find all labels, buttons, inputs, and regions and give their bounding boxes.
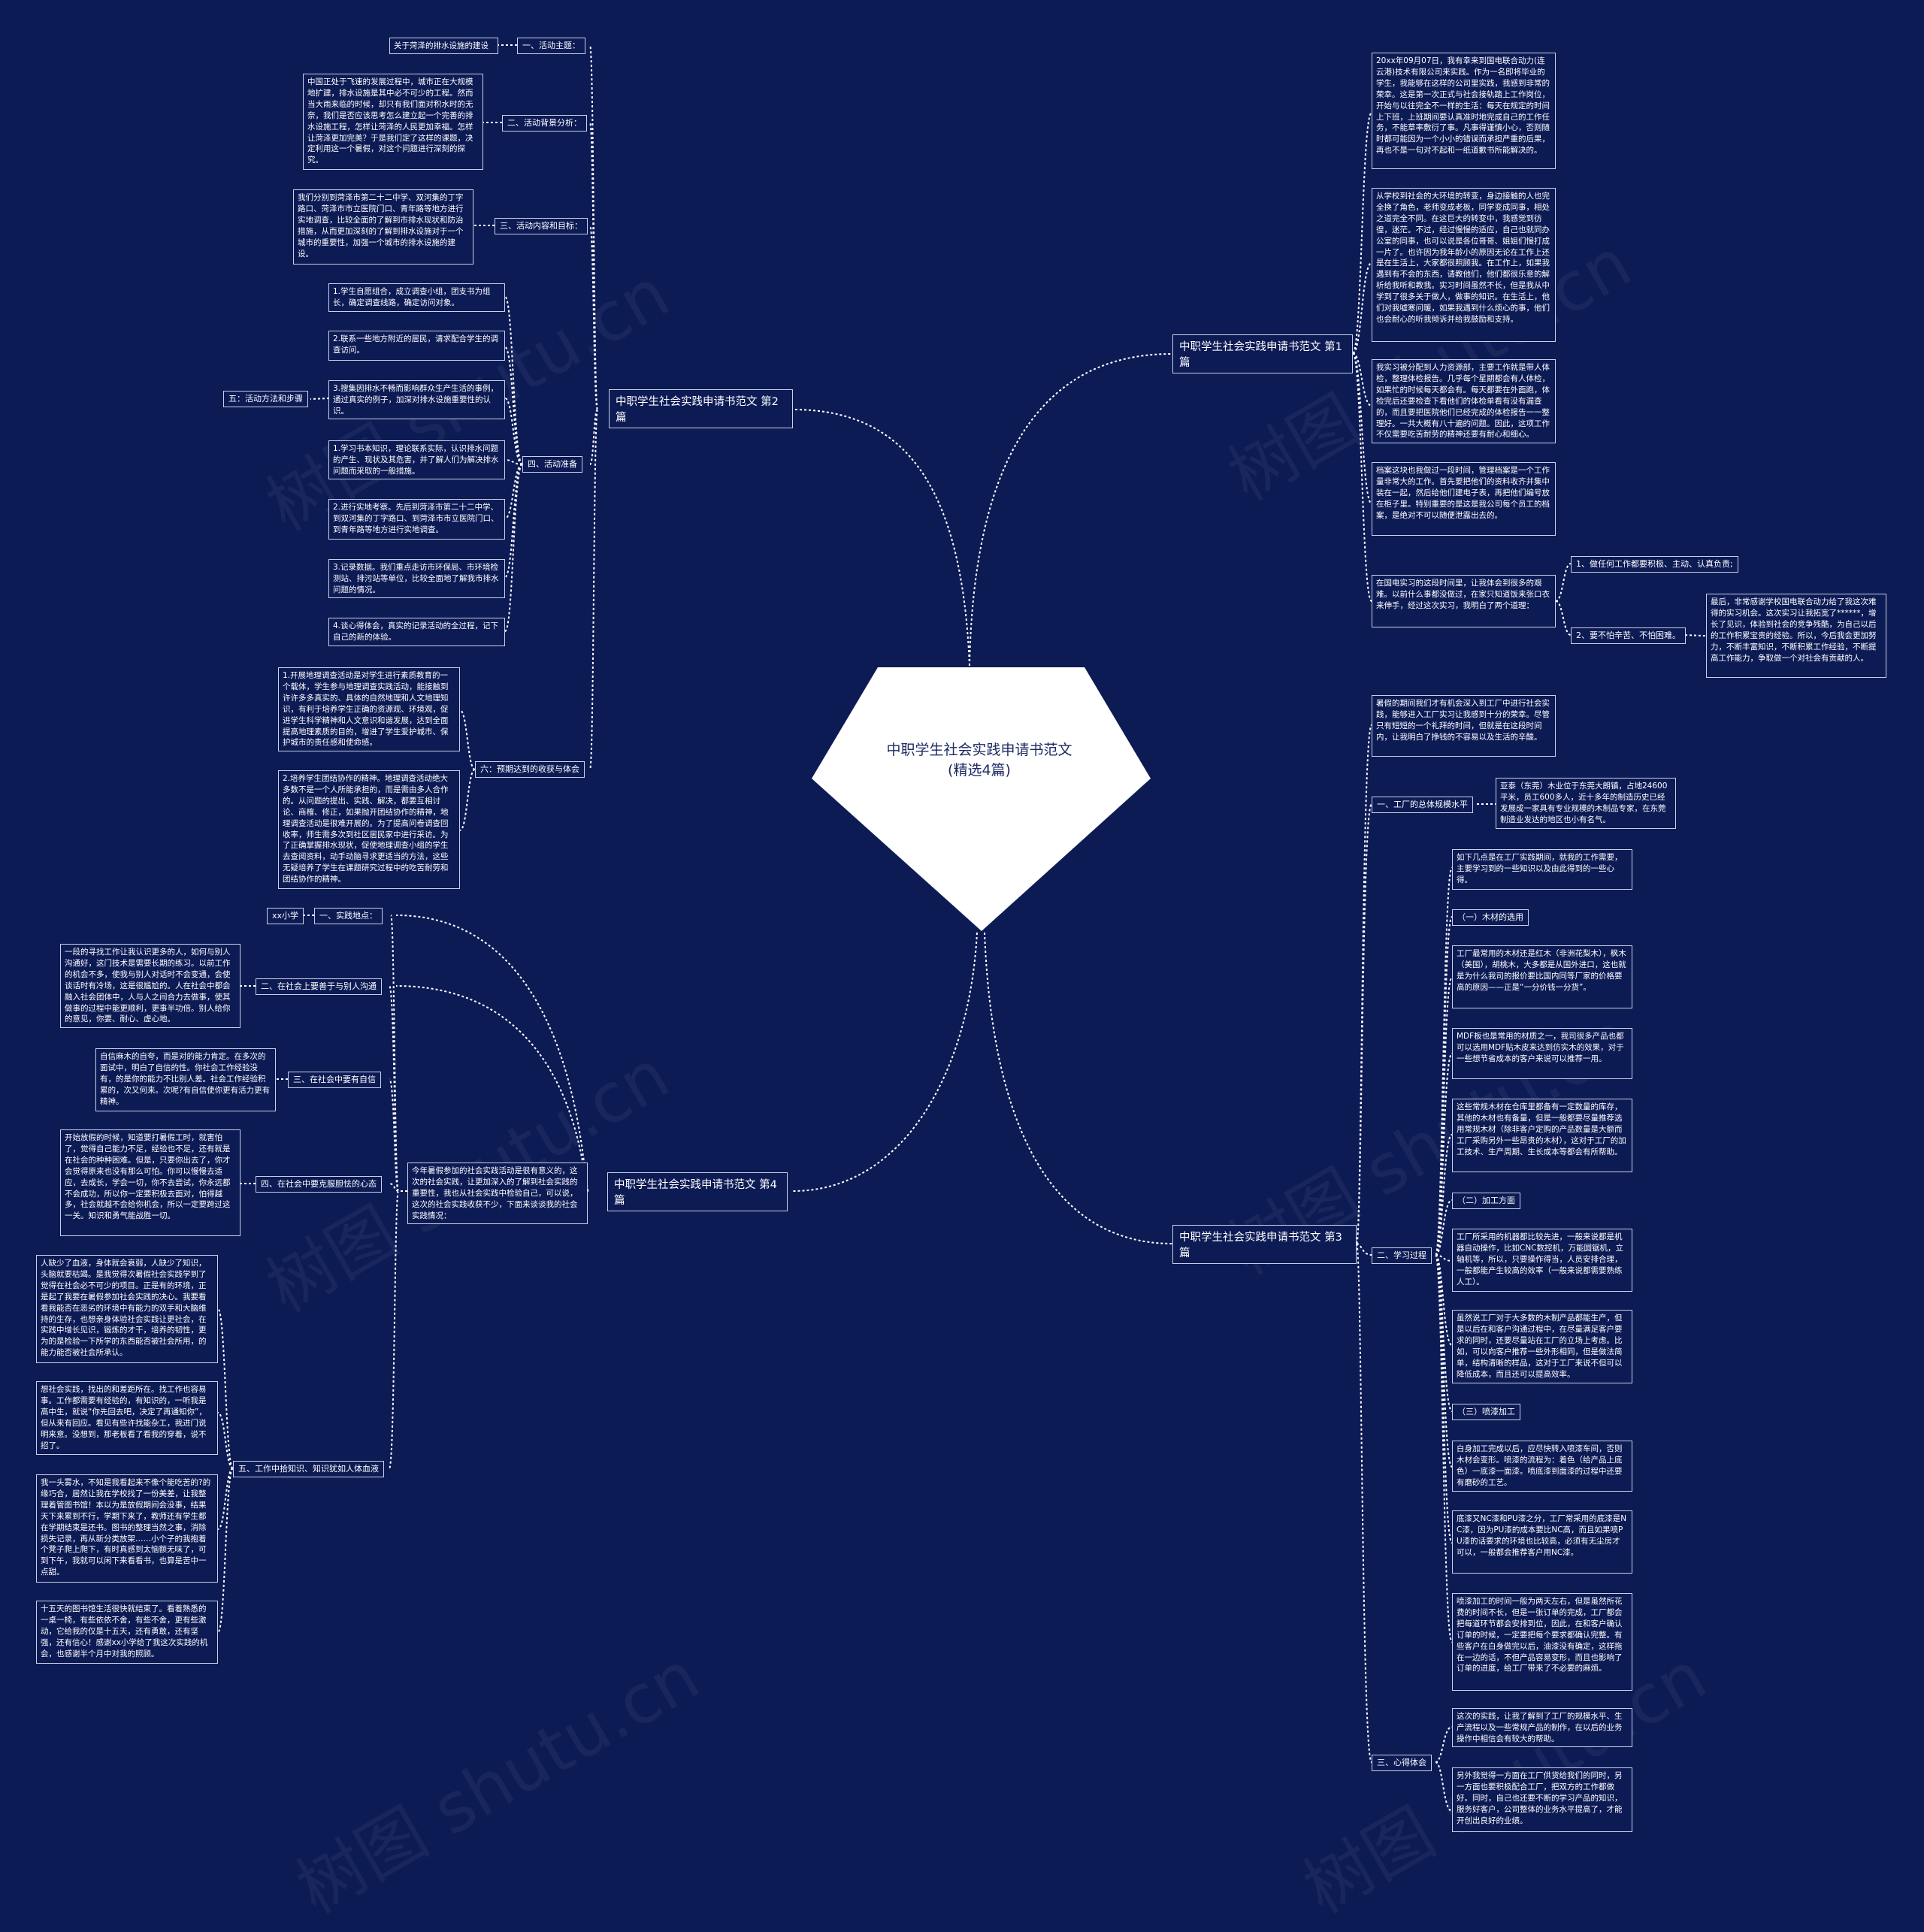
b3-learn-c: 工厂最常用的木材还是红木（非洲花梨木），枫木（美国），胡桃木，大多都是从国外进口… xyxy=(1452,945,1632,1008)
b4-section-1-text: xx小学 xyxy=(267,908,304,925)
b3-section-1-text: 亚泰（东莞）木业位于东莞大朗镇，占地24600平米，员工600多人，近十多年的制… xyxy=(1496,778,1676,829)
b3-section-1[interactable]: 一、工厂的总体规模水平 xyxy=(1372,797,1473,814)
b3-learn-l: 喷漆加工的时间一般为两天左右，但是虽然所花费的时间不长，但是一张订单的完成，工厂… xyxy=(1452,1593,1632,1691)
b3-section-2[interactable]: 二、学习过程 xyxy=(1372,1247,1432,1265)
b3-learn-heading-2[interactable]: （二）加工方面 xyxy=(1452,1193,1520,1210)
b2-step-e: 2.进行实地考察。先后到菏泽市第二十二中学、到双河集的丁字路口、到菏泽市市立医院… xyxy=(328,499,505,540)
b4-story-4: 十五天的图书馆生活很快就结束了。看着熟悉的一桌一椅，有些依依不舍，有些不舍，更有… xyxy=(36,1601,218,1664)
b4-intro: 今年暑假参加的社会实践活动是很有意义的，这次的社会实践，让更加深入的了解到社会实… xyxy=(407,1163,588,1224)
b2-section-3-text: 我们分别到菏泽市第二十二中学、双河集的丁字路口、菏泽市市立医院门口、青年路等地方… xyxy=(293,189,473,265)
b1-point-2[interactable]: 2、要不怕辛苦、不怕困难。 xyxy=(1571,627,1686,645)
b1-point-1[interactable]: 1、做任何工作都要积极、主动、认真负责; xyxy=(1571,556,1738,573)
b2-step-b: 2.联系一些地方附近的居民，请求配合学生的调查访问。 xyxy=(328,331,505,361)
watermark: 树图 shutu.cn xyxy=(283,1636,712,1930)
b4-story-3: 我一头雾水，不知是我看起来不像个能吃苦的?的缘巧合，居然让我在学校找了一份美差，… xyxy=(36,1474,218,1583)
link-b2-s5 xyxy=(310,398,330,400)
b2-section-1[interactable]: 一、活动主题： xyxy=(517,38,585,55)
b2-harvest-1: 1.开展地理调查活动是对学生进行素质教育的一个载体，学生参与地理调查实践活动，能… xyxy=(278,667,460,751)
b2-section-3[interactable]: 三、活动内容和目标： xyxy=(495,218,588,235)
center-title[interactable]: 中职学生社会实践申请书范文(精选4篇) xyxy=(886,742,1072,779)
b4-section-5[interactable]: 五、工作中拾知识、知识犹如人体血液 xyxy=(233,1461,384,1478)
branch-1-title[interactable]: 中职学生社会实践申请书范文 第1篇 xyxy=(1172,334,1353,373)
link-center-b3 xyxy=(984,932,1173,1244)
b1-paragraph-3: 我实习被分配到人力资源部，主要工作就是带人体检，整理体检报告。几乎每个星期都会有… xyxy=(1372,359,1556,443)
link-center-b2 xyxy=(792,409,970,667)
b2-section-5[interactable]: 五：活动方法和步骤 xyxy=(223,391,308,408)
link-b3-main xyxy=(1356,724,1372,1763)
b1-paragraph-4: 档案这块也我做过一段时间，管理档案是一个工作量非常大的工作。首先要把他们的资料收… xyxy=(1372,462,1556,536)
b4-section-1[interactable]: 一、实践地点： xyxy=(314,908,383,925)
link-center-b4 xyxy=(792,932,978,1192)
b3-feeling-a: 这次的实践，让我了解到了工厂的规模水平、生产流程以及一些常规产品的制作，在以后的… xyxy=(1452,1708,1632,1747)
b2-step-c: 3.搜集因排水不畅而影响群众生产生活的事例，通过真实的例子，加深对排水设施重要性… xyxy=(328,380,505,419)
b2-section-2-text: 中国正处于飞速的发展过程中，城市正在大规模地扩建，排水设施是其中必不可少的工程。… xyxy=(303,74,483,170)
b4-section-4-text: 开始放假的时候，知道要打暑假工时，就害怕了，觉得自己能力不足，经验也不足，还有就… xyxy=(60,1129,240,1236)
b2-step-f: 3.记录数据。我们重点走访市环保局、市环境检测站、排污站等单位，比较全面地了解我… xyxy=(328,559,505,598)
b4-section-3[interactable]: 三、在社会中要有自信 xyxy=(288,1072,381,1089)
b3-learn-e: 这些常规木材在仓库里都备有一定数量的库存，其他的木材也有备量，但是一般都要尽量推… xyxy=(1452,1099,1632,1172)
b4-section-3-text: 自信麻木的自夸，而是对的能力肯定。在多次的面试中，明白了自信的性。你社会工作经验… xyxy=(95,1048,276,1111)
b3-learn-heading-3[interactable]: （三）喷漆加工 xyxy=(1452,1404,1520,1421)
b1-paragraph-2: 从学校到社会的大环境的转变，身边接触的人也完全换了角色，老师变成老板，同学变成同… xyxy=(1372,188,1556,342)
branch-3-title[interactable]: 中职学生社会实践申请书范文 第3篇 xyxy=(1172,1225,1357,1264)
branch-2-title[interactable]: 中职学生社会实践申请书范文 第2篇 xyxy=(609,389,793,428)
b2-section-1-text: 关于菏泽的排水设施的建设 xyxy=(389,38,498,54)
b4-section-2-text: 一段的寻找工作让我认识更多的人，如何与别人沟通好，这门技术是需要长期的练习。以前… xyxy=(60,944,240,1028)
branch-4-title[interactable]: 中职学生社会实践申请书范文 第4篇 xyxy=(607,1172,788,1211)
b3-feeling-b: 另外我觉得一方面在工厂供货给我们的同时，另一方面也要积极配合工厂，把双方的工作都… xyxy=(1452,1767,1632,1832)
b3-learn-j: 白身加工完成以后，应尽快转入喷漆车间，否则木材会变形。喷漆的流程为：着色（给产品… xyxy=(1452,1441,1632,1492)
b3-learn-d: MDF板也是常用的材质之一，我司很多产品也都可以选用MDF贴木皮来达到仿实木的效… xyxy=(1452,1028,1632,1079)
b1-paragraph-5: 在国电实习的这段时间里，让我体会到很多的艰难。以前什么事都没做过，在家只知道饭来… xyxy=(1372,575,1556,627)
b1-paragraph-1: 20xx年09月07日，我有幸来到国电联合动力(连云港)技术有限公司来实践。作为… xyxy=(1372,53,1556,169)
b2-step-d: 1.学习书本知识，理论联系实际，认识排水问题的产生、现状及其危害，并了解人们为解… xyxy=(328,440,505,479)
b3-section-3[interactable]: 三、心得体会 xyxy=(1372,1755,1432,1772)
link-b2-main xyxy=(589,44,598,770)
b2-harvest-2: 2.培养学生团结协作的精神。地理调查活动绝大多数不是一个人所能承担的，而是需由多… xyxy=(278,770,460,889)
link-b3-s2 xyxy=(1435,867,1453,1643)
b1-closing: 最后，非常感谢学校国电联合动力给了我这次难得的实习机会。这次实习让我拓宽了***… xyxy=(1706,594,1886,678)
link-center-b1 xyxy=(969,352,1173,667)
link-b1-p5 xyxy=(1555,563,1572,636)
b3-learn-heading-1[interactable]: （一）木材的选用 xyxy=(1452,909,1529,927)
link-b4-s5 xyxy=(217,1308,234,1633)
b4-section-2[interactable]: 二、在社会上要善于与别人沟通 xyxy=(256,978,382,996)
b2-section-2[interactable]: 二、活动背景分析： xyxy=(502,115,587,132)
b3-learn-a: 如下几点是在工厂实践期间，就我的工作需要，主要学习到的一些知识以及由此得到的一些… xyxy=(1452,849,1632,890)
b4-story-2: 想社会实践，找出的和差距所在。找工作也容易事。工作都需要有经验的，有知识的，一听… xyxy=(36,1381,218,1455)
b2-section-6[interactable]: 六：预期达到的收获与体会 xyxy=(475,761,585,779)
b3-learn-g: 工厂所采用的机器都比较先进，一般来说都是机器自动操作，比如CNC数控机，万能圆锯… xyxy=(1452,1229,1632,1292)
b4-story-1: 人缺少了血液，身体就会衰弱，人缺少了知识，头脑就要枯竭。是我觉得次暑假社会实践学… xyxy=(36,1255,218,1363)
b4-section-4[interactable]: 四、在社会中要克服胆怯的心态 xyxy=(256,1176,382,1193)
b2-section-4[interactable]: 四、活动准备 xyxy=(522,456,582,473)
center-pentagon xyxy=(812,667,1151,931)
b2-step-a: 1.学生自愿组合，成立调查小组，团支书为组长，确定调查线路，确定访问对象。 xyxy=(328,283,505,312)
b3-intro: 暑假的期间我们才有机会深入到工厂中进行社会实践，能够进入工厂实习让我感到十分的荣… xyxy=(1372,695,1556,757)
b3-learn-k: 底漆又NC漆和PU漆之分，工厂常采用的底漆是NC漆，因为PU漆的成本要比NC高，… xyxy=(1452,1510,1632,1574)
b3-learn-h: 虽然说工厂对于大多数的木制产品都能生产，但是以后在和客户沟通过程中，在尽量满足客… xyxy=(1452,1310,1632,1383)
link-b2-s6 xyxy=(459,709,476,831)
b2-step-g: 4.谈心得体会，真实的记录活动的全过程，记下自己的新的体验。 xyxy=(328,618,505,646)
